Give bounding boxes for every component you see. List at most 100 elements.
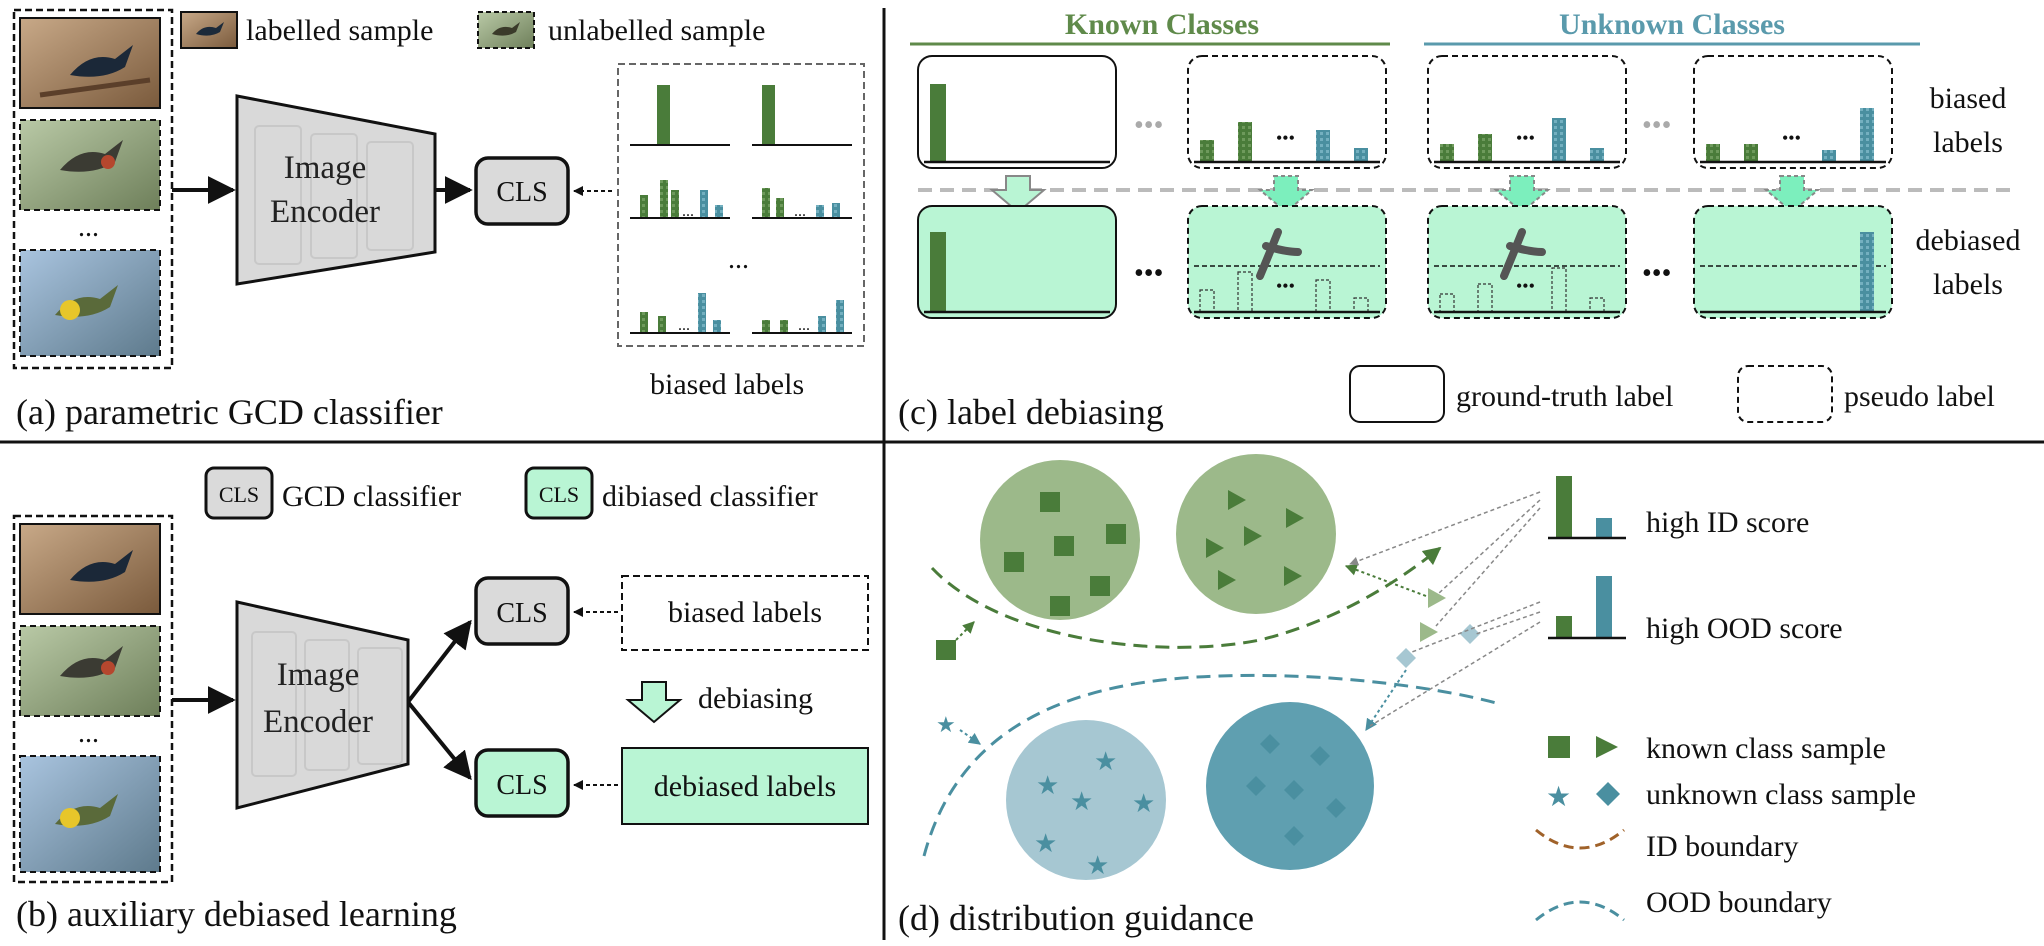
unknown-cluster-stars: ★ ★ ★ ★ ★ ★ [1006,720,1166,881]
encoder-label-line2: Encoder [263,704,373,740]
svg-text:...: ... [794,203,806,220]
legend-debiased-classifier: CLS dibiased classifier [524,466,818,520]
legend-labelled-text: labelled sample [246,14,433,47]
biased-labels-box: biased labels [621,575,869,651]
high-id-score-bars: high ID score [1548,476,1809,540]
panel-b: CLS GCD classifier CLS dibiased classifi… [12,466,869,934]
biased-labels-grid: ... ... ... ... ... [617,63,865,347]
legend-pseudo: pseudo label [1737,365,1995,423]
label-card: ••• [1693,55,1893,169]
cls-bottom-box: CLS [474,748,570,818]
legend-ground-truth: ground-truth label [1349,365,1673,423]
image-stack: ... [12,8,174,370]
svg-text:known class sample: known class sample [1646,732,1886,765]
id-boundary-curve [930,546,1442,649]
svg-text:biased labels: biased labels [668,596,822,629]
cls-top-box: CLS [474,576,570,646]
svg-text:•••: ••• [1134,258,1163,289]
svg-text:★: ★ [1094,747,1117,777]
row-label-debiased-2: labels [1933,268,2003,301]
down-arrow [989,175,1047,214]
svg-text:debiased labels: debiased labels [654,770,836,803]
label-card: ••• [1427,205,1627,319]
outlier-unknown-sample: ★ [936,713,956,738]
label-card [1693,205,1893,319]
svg-text:pseudo label: pseudo label [1844,380,1995,413]
svg-text:ground-truth label: ground-truth label [1456,380,1673,413]
svg-text:...: ... [678,317,690,334]
legend-deb-text: dibiased classifier [602,480,818,513]
svg-text:•••: ••• [1782,128,1801,148]
down-arrow [1493,175,1551,214]
high-ood-score-label: high OOD score [1646,612,1843,645]
legend-unlabelled-text: unlabelled sample [548,14,765,47]
svg-text:•••: ••• [1276,128,1295,148]
panel-b-caption: (b) auxiliary debiased learning [16,894,457,934]
label-card: ••• [1187,55,1387,169]
svg-text:•••: ••• [1642,258,1671,289]
unknown-classes-header: Unknown Classes [1559,8,1785,41]
svg-text:•••: ••• [1516,128,1535,148]
high-ood-score-bars: high OOD score [1548,576,1843,645]
high-id-score-label: high ID score [1646,506,1809,539]
debiasing-arrow: debiasing [625,681,813,724]
row-label-biased-2: labels [1933,126,2003,159]
cls-label: CLS [496,177,547,208]
svg-text:•••: ••• [1276,276,1295,296]
legend-unknown-sample: ★ unknown class sample [1546,778,1916,813]
encoder-label-line2: Encoder [270,194,380,230]
down-arrow [1257,175,1315,214]
square-icon [1548,736,1570,758]
panel-c: Known Classes Unknown Classes ••• ••• • [898,8,2020,432]
svg-text:•••: ••• [1642,110,1671,141]
debiasing-label: debiasing [698,682,813,715]
svg-text:CLS: CLS [539,482,579,507]
svg-text:unknown class sample: unknown class sample [1646,778,1916,811]
cross-mark-icon [1256,228,1302,280]
biased-labels-caption: biased labels [650,368,804,401]
svg-text:•••: ••• [1134,110,1163,141]
svg-text:★: ★ [1086,851,1109,881]
svg-text:•••: ••• [1516,276,1535,296]
outlier-known-sample [936,640,956,660]
ood-boundary-curve [922,673,1501,857]
image-ellipsis: ... [78,212,99,243]
image-stack: ... [12,514,174,884]
known-cluster-triangles [1176,454,1336,614]
svg-text:...: ... [682,203,694,220]
panel-a-caption: (a) parametric GCD classifier [16,392,443,432]
debiased-labels-box: debiased labels [621,747,869,825]
panel-dividers [0,8,2044,940]
bird-icon [196,22,224,36]
encoder-label-line1: Image [277,657,359,693]
diamond-icon [1596,782,1620,806]
unknown-cluster-diamonds [1206,702,1374,870]
bird-icon [492,22,520,36]
star-icon: ★ [1546,780,1571,813]
svg-text:★: ★ [1034,829,1057,859]
row-label-debiased-1: debiased [1916,224,2021,257]
known-classes-header: Known Classes [1065,8,1259,41]
svg-text:CLS: CLS [496,770,547,801]
panel-c-caption: (c) label debiasing [898,392,1164,432]
svg-text:★: ★ [1070,787,1093,817]
svg-text:★: ★ [1132,789,1155,819]
legend-unlabelled: unlabelled sample [477,11,765,49]
cls-box: CLS [474,156,570,226]
legend-labelled: labelled sample [180,11,433,49]
triangle-icon [1596,736,1618,758]
label-card: ••• [1427,55,1627,169]
legend-ood-boundary: OOD boundary [1535,886,1832,922]
svg-text:OOD boundary: OOD boundary [1646,886,1832,919]
svg-text:ID boundary: ID boundary [1646,830,1798,863]
legend-known-sample: known class sample [1548,732,1886,765]
legend-id-boundary: ID boundary [1535,828,1798,863]
label-card: ••• [1187,205,1387,319]
down-arrow [1763,175,1821,214]
legend-gcd-text: GCD classifier [282,480,461,513]
legend-gcd-classifier: CLS GCD classifier [204,466,461,520]
svg-text:★: ★ [1036,771,1059,801]
cross-mark-icon [1500,228,1546,280]
label-card [917,205,1117,319]
row-label-biased-1: biased [1930,82,2007,115]
